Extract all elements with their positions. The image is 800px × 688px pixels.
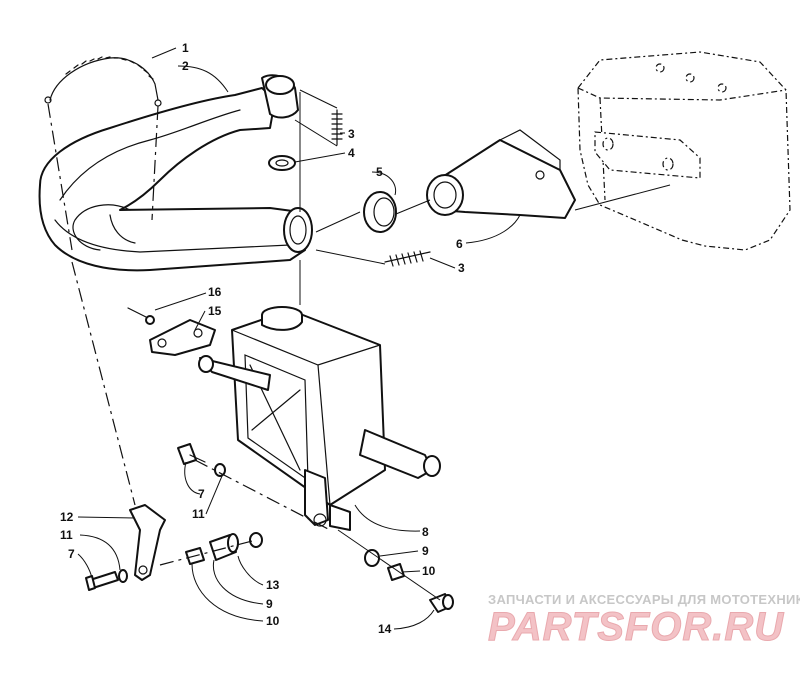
- spring-3-lower: [384, 250, 431, 267]
- callout-1: 1: [182, 41, 189, 55]
- callout-7-lower: 7: [68, 547, 75, 561]
- callout-3-lower: 3: [458, 261, 465, 275]
- callout-13: 13: [266, 578, 280, 592]
- watermark-brand: PARTSFOR.RU: [488, 605, 784, 649]
- engine-block-outline: [577, 51, 791, 251]
- callout-10-right: 10: [422, 564, 436, 578]
- callout-2: 2: [182, 59, 189, 73]
- spring-1: [44, 56, 162, 107]
- washer-11-lower: [118, 569, 128, 583]
- seal-ring-5: [363, 191, 397, 233]
- callout-10-left: 10: [266, 614, 280, 628]
- callout-labels: 1 2 3 4 5 6 3 16 15 7 11 8 12 11 7 9 10 …: [60, 41, 465, 636]
- callout-leaders: [77, 47, 521, 630]
- spring-3-upper: [331, 109, 343, 146]
- callout-16: 16: [208, 285, 222, 299]
- bracket-12: [129, 504, 166, 581]
- callout-7-upper: 7: [198, 487, 205, 501]
- watermark: ЗАПЧАСТИ И АКСЕССУАРЫ ДЛЯ МОТОТЕХНИКИ PA…: [488, 592, 800, 650]
- callout-9-left: 9: [266, 597, 273, 611]
- callout-12: 12: [60, 510, 74, 524]
- assembly-lines: [47, 89, 671, 601]
- exhaust-pipe: [38, 74, 313, 272]
- callout-6: 6: [456, 237, 463, 251]
- bushing-9-right: [364, 549, 380, 567]
- callout-11-upper: 11: [192, 507, 205, 521]
- spacer-10-right: [387, 563, 405, 581]
- bolt-7-lower: [85, 571, 119, 591]
- callout-15: 15: [208, 304, 222, 318]
- bolt-7-upper: [177, 443, 206, 465]
- washer-11-upper: [214, 463, 226, 477]
- plug-14: [429, 593, 454, 613]
- gasket-4: [268, 155, 296, 171]
- callout-9-right: 9: [422, 544, 429, 558]
- bracket-15: [149, 319, 216, 356]
- bolt-16: [127, 307, 155, 325]
- bushing-9-left: [209, 533, 239, 561]
- exhaust-manifold-6: [426, 129, 576, 219]
- callout-11-lower: 11: [60, 528, 73, 542]
- callout-5: 5: [376, 165, 383, 179]
- muffler-8: [198, 306, 441, 531]
- callout-14: 14: [378, 622, 392, 636]
- callout-3-upper: 3: [348, 127, 355, 141]
- nut-13: [249, 532, 263, 548]
- watermark-tagline: ЗАПЧАСТИ И АКСЕССУАРЫ ДЛЯ МОТОТЕХНИКИ: [488, 592, 800, 607]
- callout-4: 4: [348, 146, 355, 160]
- callout-8: 8: [422, 525, 429, 539]
